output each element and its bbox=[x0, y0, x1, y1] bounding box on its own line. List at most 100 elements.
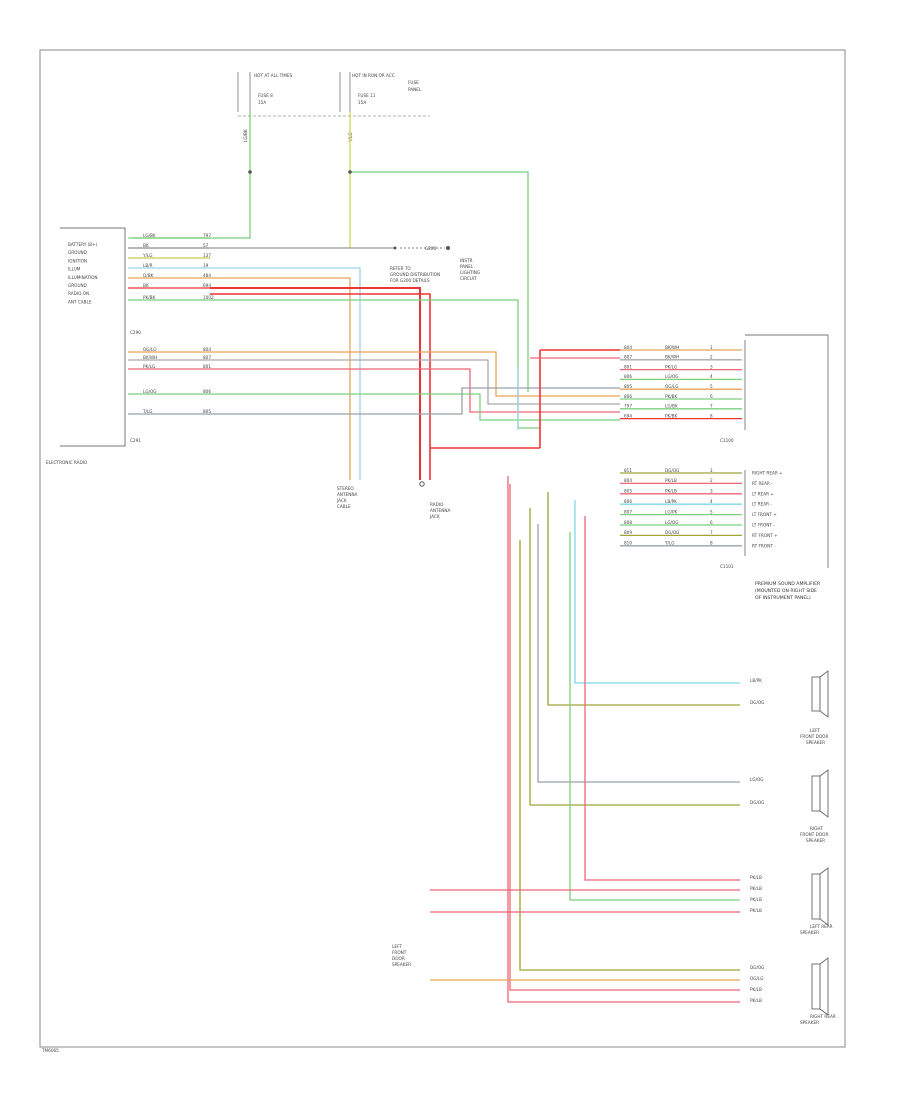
speaker-name: LEFT REAR bbox=[810, 924, 833, 929]
bottom-note-line-4: SPEAKER bbox=[392, 962, 411, 967]
speaker-icon bbox=[811, 873, 821, 920]
amp-output-label: RIGHT REAR + bbox=[752, 471, 783, 476]
amp-wire-label: BK/WH bbox=[665, 355, 679, 360]
amp-pin: 2 bbox=[710, 478, 713, 483]
amp-wire-label: LG/BK bbox=[665, 404, 678, 409]
amp-output-label: LT REAR - bbox=[752, 502, 772, 507]
amp-circuit: 807 bbox=[624, 509, 632, 514]
amp-pin: 5 bbox=[710, 509, 713, 514]
amp-conn-top: C1100 bbox=[720, 438, 734, 443]
speaker-wire-label: PK/LB bbox=[750, 875, 762, 880]
stereo-label-2: ANTENNA bbox=[337, 492, 357, 497]
radio-circuit-label: 57 bbox=[203, 243, 209, 248]
speaker-wire-label: PK/LB bbox=[750, 908, 762, 913]
radio-wire-label: O/BK bbox=[143, 273, 154, 278]
radio-circuit-label: 484 bbox=[203, 273, 211, 278]
radio-name: ELECTRONIC RADIO bbox=[46, 460, 88, 465]
amp-wire-label: BK/WH bbox=[665, 345, 679, 350]
dash-label-3: LIGHTING bbox=[460, 270, 480, 275]
bottom-note-line-1: LEFT bbox=[392, 944, 402, 949]
amp-pin: 8 bbox=[710, 413, 713, 418]
radio-pin-label: BATTERY (B+) bbox=[68, 242, 98, 247]
radio-wire-label: OG/LG bbox=[143, 347, 157, 352]
speaker-wire-label: LG/OG bbox=[750, 777, 764, 782]
dash-label-4: CIRCUIT bbox=[460, 276, 477, 281]
stereo-label-3: JACK bbox=[336, 498, 347, 503]
radio-circuit-label: 1002 bbox=[203, 295, 214, 300]
speaker-name: LEFT bbox=[810, 728, 820, 733]
fuse-right-amp: 15A bbox=[358, 100, 366, 105]
radio-circuit-label: 806 bbox=[203, 389, 211, 394]
speaker-trunk-wires bbox=[430, 476, 740, 1003]
ground-note-2: GROUND DISTRIBUTION bbox=[390, 272, 440, 277]
speaker-wire-label: PK/LB bbox=[750, 998, 762, 1003]
speaker-icon bbox=[811, 676, 821, 712]
amp-circuit: 797 bbox=[624, 404, 632, 409]
speaker-wire-label: DG/OG bbox=[750, 800, 764, 805]
amp-wire-label: PK/BK bbox=[665, 413, 678, 418]
amp-pin: 3 bbox=[710, 489, 713, 494]
stereo-label-1: STEREO bbox=[337, 486, 354, 491]
trunk-wires bbox=[210, 246, 620, 480]
amp-wire-label: PK/LB bbox=[665, 489, 677, 494]
radio-circuit-label: 797 bbox=[203, 233, 211, 238]
speaker-wire-label: LB/PK bbox=[750, 678, 762, 683]
fuse-left-wire: LG/BK bbox=[243, 129, 248, 142]
amp-wire-label: DG/OG bbox=[665, 530, 679, 535]
antenna-jack-icon bbox=[419, 481, 425, 487]
radio-wire-label: Y/LG bbox=[142, 253, 153, 258]
radio-wire-label: LG/BK bbox=[143, 233, 156, 238]
amp-pin: 4 bbox=[710, 499, 713, 504]
page-id: TM6065 bbox=[41, 1048, 59, 1053]
amp-output-label: RT REAR - bbox=[752, 481, 773, 486]
speaker-cone bbox=[819, 867, 829, 926]
amp-pin: 2 bbox=[710, 355, 713, 360]
g200-label: G200 bbox=[425, 246, 437, 251]
speaker-icon bbox=[811, 963, 821, 1010]
radio-pin-label: GROUND bbox=[68, 283, 87, 288]
amp-circuit: 805 bbox=[624, 384, 632, 389]
radio-circuit-label: 19 bbox=[203, 263, 209, 268]
amp-output-label: LT REAR + bbox=[752, 491, 774, 496]
radio-circuit-label: 137 bbox=[203, 253, 211, 258]
radio-wire-label: PK/BK bbox=[143, 295, 156, 300]
dash-label-2: PANEL bbox=[460, 264, 474, 269]
electronic-radio: ELECTRONIC RADIO C290 C291 BATTERY (B+)G… bbox=[46, 227, 141, 465]
amp-wire-label: PK/LG bbox=[665, 364, 677, 369]
amp-circuit: 805 bbox=[624, 489, 632, 494]
speaker-icon bbox=[811, 775, 821, 812]
speaker-cone bbox=[819, 769, 829, 818]
amp-name-2: (MOUNTED ON RIGHT SIDE bbox=[755, 588, 817, 594]
amp-wire-label: LG/PK bbox=[665, 509, 678, 514]
speaker-name: SPEAKER bbox=[800, 1020, 819, 1025]
speaker-wire-label: PK/LB bbox=[750, 897, 762, 902]
radio-pin-label: ANT CABLE bbox=[68, 299, 92, 304]
radio-pin-labels: BATTERY (B+)GROUNDIGNITIONILLUMILLUMINAT… bbox=[68, 242, 98, 304]
amp-name-1: PREMIUM SOUND AMPLIFIER bbox=[755, 581, 821, 587]
fuse-right-name: FUSE 11 bbox=[358, 93, 376, 98]
radio-circuit-label: 807 bbox=[203, 355, 211, 360]
amp-wire-label: PK/LB bbox=[665, 478, 677, 483]
amp-output-label: LT FRONT + bbox=[752, 512, 777, 517]
amp-circuit: 806 bbox=[624, 499, 632, 504]
stereo-label-4: CABLE bbox=[337, 504, 351, 509]
amp-wire-label: DG/OG bbox=[665, 468, 679, 473]
amp-output-label: LT FRONT - bbox=[752, 523, 775, 528]
amp-circuit: 810 bbox=[624, 541, 632, 546]
amp-output-label: RT FRONT + bbox=[752, 533, 778, 538]
fuse-left-amp: 15A bbox=[258, 100, 266, 105]
amp-wire-label: LB/PK bbox=[665, 499, 677, 504]
radio-wire-label: LG/OG bbox=[143, 389, 157, 394]
radio-pin-label: RADIO ON bbox=[68, 291, 89, 296]
amp-conn-bottom: C1101 bbox=[720, 564, 734, 569]
speaker-wire-label: PK/LB bbox=[750, 987, 762, 992]
speaker-cone bbox=[819, 670, 829, 718]
speaker-name: SPEAKER bbox=[806, 838, 825, 843]
speaker-name: RIGHT bbox=[810, 826, 824, 831]
speaker-name: RIGHT REAR bbox=[810, 1014, 836, 1019]
radio-ant-2: ANTENNA bbox=[430, 508, 450, 513]
amp-wire-label: LG/OG bbox=[665, 520, 679, 525]
